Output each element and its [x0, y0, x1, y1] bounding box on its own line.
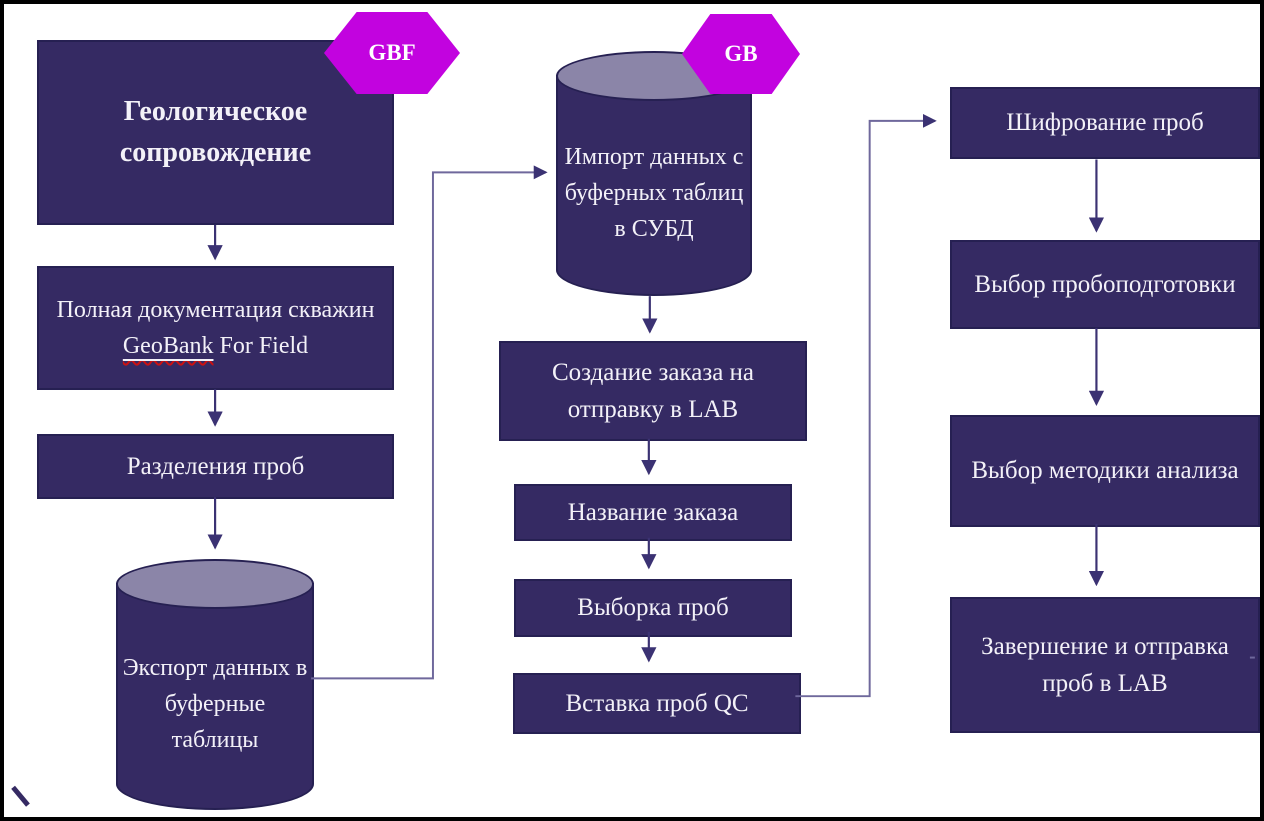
cylinder-body — [556, 75, 752, 296]
badge-gb-hexagon: GB — [682, 14, 800, 94]
cylinder-body — [116, 583, 314, 810]
node-label: Разделения проб — [126, 452, 305, 480]
node-label: Выбор пробоподготовки — [974, 270, 1236, 298]
node-label: Создание заказа на отправку в LAB — [551, 358, 755, 424]
badge-label: GBF — [368, 40, 416, 65]
node-export-buffer-cylinder: Экспорт данных в буферные таблицы — [116, 559, 314, 810]
node-label: Экспорт данных в буферные таблицы — [122, 654, 308, 753]
node-label: Завершение и отправка проб в LAB — [981, 632, 1229, 698]
node-label: Вставка проб QC — [565, 689, 749, 717]
node-label: Название заказа — [567, 498, 739, 526]
cylinder-top-ellipse — [116, 559, 314, 609]
node-full-documentation: Полная документация скважин GeoBank For … — [37, 266, 394, 390]
node-sample-selection: Выборка проб — [514, 579, 792, 637]
geobank-term: GeoBank — [123, 333, 214, 359]
node-method-selection: Выбор методики анализа — [950, 415, 1260, 527]
node-finish-and-send: Завершение и отправка проб в LAB — [950, 597, 1260, 733]
doc-text-before: Полная документация скважин — [56, 297, 375, 323]
node-label: Выборка проб — [577, 594, 729, 622]
node-label: Импорт данных с буферных таблиц в СУБД — [564, 143, 744, 242]
badge-gbf-hexagon: GBF — [324, 12, 460, 94]
doc-text-after: For Field — [213, 333, 309, 359]
node-sample-split: Разделения проб — [37, 434, 394, 499]
node-label: Полная документация скважин GeoBank For … — [53, 292, 378, 364]
node-label: Выбор методики анализа — [971, 457, 1239, 485]
node-label: Шифрование проб — [1006, 109, 1204, 137]
badge-label: GB — [724, 41, 758, 66]
node-insert-qc-samples: Вставка проб QC — [513, 673, 801, 734]
node-label: Геологическое сопровождение — [119, 95, 312, 168]
node-create-order: Создание заказа на отправку в LAB — [499, 341, 807, 441]
callout-tail — [11, 785, 30, 807]
node-order-name: Название заказа — [514, 484, 792, 541]
geobank-term-text: GeoBank — [122, 333, 214, 359]
node-sample-ciphering: Шифрование проб — [950, 87, 1260, 159]
node-prep-selection: Выбор пробоподготовки — [950, 240, 1260, 329]
connector-qc-to-ciphering — [795, 113, 937, 698]
